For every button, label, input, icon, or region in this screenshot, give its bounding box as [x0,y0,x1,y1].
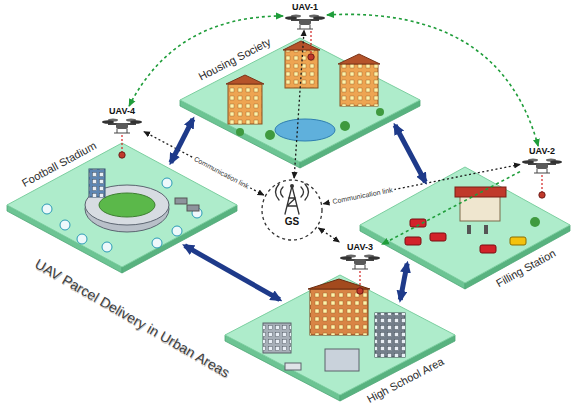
route-arrow [395,125,425,182]
drone-icon [102,118,142,134]
route-arrow [400,264,407,300]
communication-line [294,30,304,178]
ground-station-outline [260,178,324,242]
communication-line [144,132,264,195]
communication-line [319,228,340,242]
diagram-title: UAV Parcel Delivery in Urban Areas [31,255,232,381]
uav-link [327,14,538,146]
ground-station: GS [260,178,324,242]
uav-node: UAV-2 [520,146,564,174]
area-illustration [263,279,405,371]
uav-node: UAV-3 [338,242,382,270]
route-arrow [185,246,280,300]
uav-label: UAV-4 [100,106,144,117]
drone-icon [340,254,380,270]
area-illustration [405,187,540,253]
drone-icon [522,158,562,174]
uav-node: UAV-1 [283,2,327,30]
uav-label: UAV-1 [283,2,327,13]
uav-label: UAV-3 [338,242,382,253]
ground-station-label: GS [260,216,324,228]
link-label: Communication link [330,185,396,207]
area-illustration [42,169,202,252]
uav-node: UAV-4 [100,106,144,134]
uav-link [382,172,520,245]
uav-label: UAV-2 [520,146,564,157]
drone-icon [285,14,325,30]
uav-link [129,16,283,106]
route-arrow [171,119,193,162]
